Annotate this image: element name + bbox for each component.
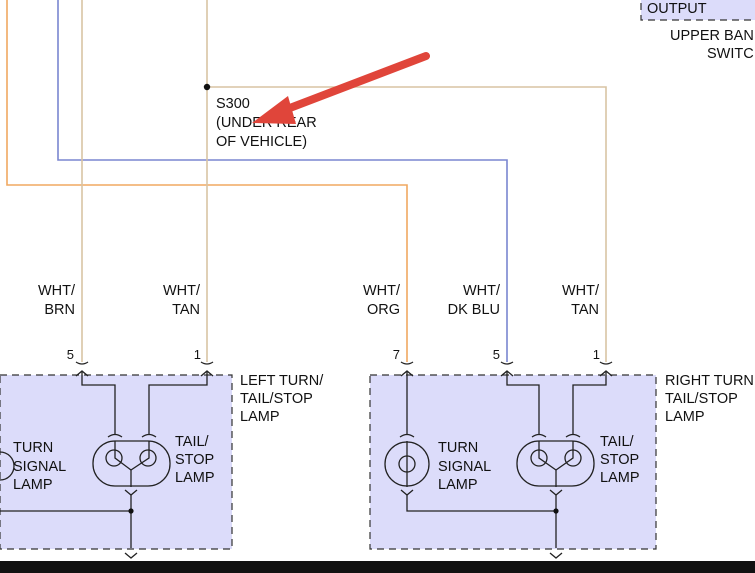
splice-s300-dot	[203, 83, 211, 91]
right-ground-junction	[553, 508, 559, 514]
right-turn-label-1: TURN	[438, 440, 478, 456]
left-lamp-circuit	[0, 372, 208, 559]
upper-switch-label-1: UPPER BAN	[670, 28, 754, 44]
left-lamp-title-1: LEFT TURN/	[240, 373, 324, 389]
wire-label-w4-color: WHT/	[463, 283, 501, 299]
wire-wht-dkblu	[57, 0, 508, 362]
output-label: OUTPUT	[647, 1, 707, 17]
wire-label-w3-stripe: ORG	[367, 302, 400, 318]
pin-number-w2: 1	[194, 347, 201, 362]
left-tail-label-2: STOP	[175, 452, 214, 468]
left-ground-junction	[128, 508, 134, 514]
connector-pin-w5	[599, 361, 613, 377]
left-lamp-title-2: TAIL/STOP	[240, 391, 313, 407]
left-lamp-title-3: LAMP	[240, 409, 280, 425]
wire-label-w5-color: WHT/	[562, 283, 600, 299]
left-turn-label-3: LAMP	[13, 477, 53, 493]
connector-pin-w2	[200, 361, 214, 377]
pin-number-w1: 5	[67, 347, 74, 362]
left-turn-label-2: SIGNAL	[13, 459, 66, 475]
left-turn-label-1: TURN	[13, 440, 53, 456]
wire-label-w2-stripe: TAN	[172, 302, 200, 318]
right-lamp-housing	[369, 374, 657, 550]
splice-label-3: OF VEHICLE)	[216, 134, 307, 150]
right-lamp-circuit	[384, 372, 607, 559]
annotation-arrow	[252, 52, 430, 124]
wire-label-w5-stripe: TAN	[571, 302, 599, 318]
left-lamp-housing	[0, 374, 233, 550]
bottom-bar	[0, 561, 755, 573]
pin-number-w4: 5	[493, 347, 500, 362]
wire-label-w4-stripe: DK BLU	[448, 302, 500, 318]
pin-number-w5: 1	[593, 347, 600, 362]
wire-label-w1-stripe: BRN	[44, 302, 75, 318]
connectors	[75, 361, 613, 377]
right-tail-label-1: TAIL/	[600, 434, 635, 450]
connector-pin-w4	[500, 361, 514, 377]
connector-pin-w1	[75, 361, 89, 377]
right-turn-label-2: SIGNAL	[438, 459, 491, 475]
right-turn-label-3: LAMP	[438, 477, 478, 493]
right-tail-label-2: STOP	[600, 452, 639, 468]
left-tail-label-3: LAMP	[175, 470, 215, 486]
pin-number-w3: 7	[393, 347, 400, 362]
wire-label-w3-color: WHT/	[363, 283, 401, 299]
right-lamp-title-3: LAMP	[665, 409, 705, 425]
connector-pin-w3	[400, 361, 414, 377]
splice-label-id: S300	[216, 96, 250, 112]
right-lamp-title-1: RIGHT TURN	[665, 373, 754, 389]
right-tail-label-3: LAMP	[600, 470, 640, 486]
left-tail-label-1: TAIL/	[175, 434, 210, 450]
wire-label-w1-color: WHT/	[38, 283, 76, 299]
right-lamp-title-2: TAIL/STOP	[665, 391, 738, 407]
upper-switch-label-2: SWITC	[707, 46, 754, 62]
wire-label-w2-color: WHT/	[163, 283, 201, 299]
output-box	[640, 0, 755, 21]
